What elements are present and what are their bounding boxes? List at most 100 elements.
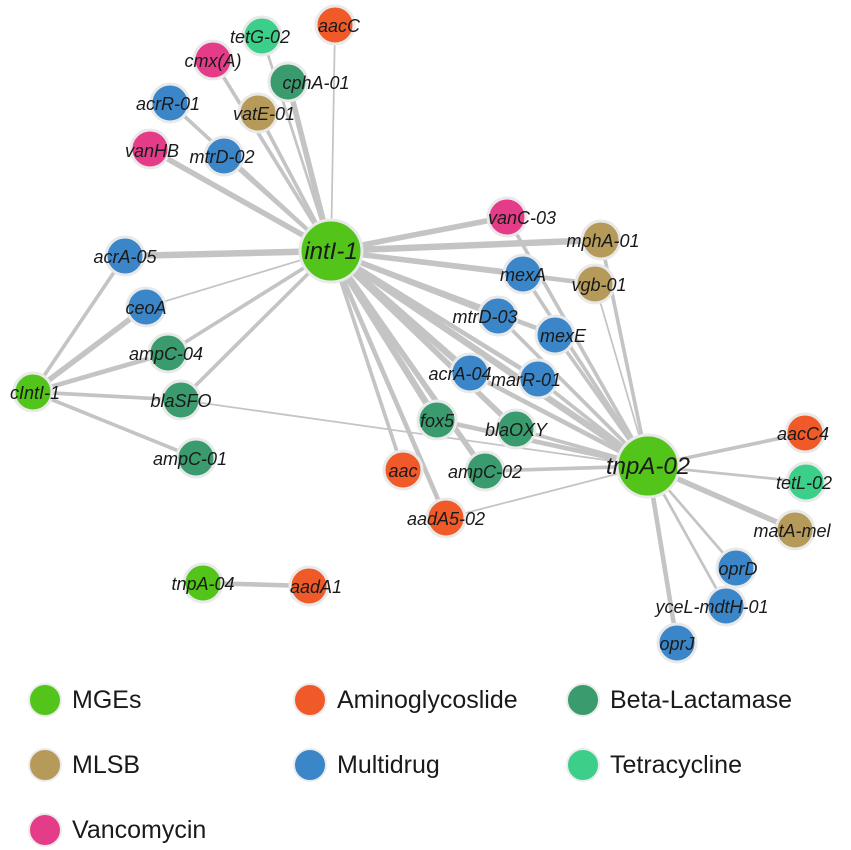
legend-item-aminoglycoslide: Aminoglycoslide <box>293 680 518 720</box>
node-fox5 <box>416 399 458 441</box>
node-label-ampc-01: ampC-01 <box>153 449 227 469</box>
node-label-aacc4: aacC4 <box>777 424 829 444</box>
legend-swatch-mges <box>28 683 62 717</box>
node-mpha-01 <box>580 219 622 261</box>
edge-inti-1-mpha-01 <box>327 236 605 255</box>
node-layer <box>12 4 827 664</box>
legend-item-vancomycin: Vancomycin <box>28 810 206 850</box>
node-aacc4 <box>784 412 826 454</box>
legend-item-multidrug: Multidrug <box>293 745 440 785</box>
node-inti-1 <box>298 218 364 284</box>
node-label-vate-01: vatE-01 <box>233 104 295 124</box>
legend-label-multidrug: Multidrug <box>337 750 440 779</box>
legend-swatch-multidrug <box>293 748 327 782</box>
node-mtrd-03 <box>477 295 519 337</box>
edge-inti-1-cmx-a <box>211 58 333 253</box>
legend-label-tetracycline: Tetracycline <box>610 750 742 779</box>
node-mata-mel <box>774 509 816 551</box>
node-label-mexa: mexA <box>500 265 546 285</box>
edge-inti-1-blasfo <box>179 249 333 402</box>
node-ampc-02 <box>464 450 506 492</box>
edge-inti-1-vanhb <box>147 146 334 254</box>
node-label-tnpa-02: tnpA-02 <box>606 453 690 480</box>
node-tnpa-04 <box>182 562 224 604</box>
node-aada5-02 <box>425 497 467 539</box>
node-acra-05 <box>104 235 146 277</box>
node-vanc-03 <box>486 196 528 238</box>
node-tnpa-02 <box>615 433 681 499</box>
node-cinti-1 <box>12 371 54 413</box>
edge-tnpa-02-mtrd-03 <box>496 314 650 468</box>
node-label-oprj: oprJ <box>659 634 695 654</box>
edge-cinti-1-ampc-01 <box>31 390 198 460</box>
edge-inti-1-blaoxy <box>328 248 519 432</box>
legend: MGEs Aminoglycoslide Beta-Lactamase MLSB… <box>0 670 851 849</box>
legend-swatch-tetracycline <box>566 748 600 782</box>
node-mexa <box>502 253 544 295</box>
node-aada1 <box>288 565 330 607</box>
edge-cinti-1-blasfo <box>31 390 183 402</box>
legend-swatch-mlsb <box>28 748 62 782</box>
edge-inti-1-ampc-02 <box>328 248 488 474</box>
node-vate-01 <box>237 92 279 134</box>
edge-tnpa-02-aada5-02 <box>445 465 649 519</box>
node-label-cmx-a: cmx(A) <box>185 51 242 71</box>
node-oprj <box>656 622 698 664</box>
legend-swatch-vancomycin <box>28 813 62 847</box>
node-label-vanc-03: vanC-03 <box>488 208 556 228</box>
node-label-vgb-01: vgb-01 <box>571 275 626 295</box>
edge-inti-1-aac <box>329 249 405 472</box>
node-aacc <box>314 4 356 46</box>
node-acrr-01 <box>149 82 191 124</box>
node-ampc-01 <box>175 437 217 479</box>
node-label-acrr-01: acrR-01 <box>136 94 200 114</box>
node-label-cpha-01: cphA-01 <box>282 73 349 93</box>
node-label-cinti-1: cIntI-1 <box>10 383 60 403</box>
node-mtrd-02 <box>203 135 245 177</box>
edge-layer <box>30 24 808 646</box>
node-marr-01 <box>517 358 559 400</box>
node-label-mtrd-02: mtrD-02 <box>189 147 254 167</box>
edge-inti-1-aacc <box>330 24 336 252</box>
node-tetg-02 <box>241 15 283 57</box>
edge-inti-1-tnpa-02 <box>327 247 652 470</box>
legend-label-mges: MGEs <box>72 685 142 714</box>
legend-item-mges: MGEs <box>28 680 141 720</box>
node-label-mexe: mexE <box>540 326 587 346</box>
edge-tnpa-02-fox5 <box>434 417 651 469</box>
legend-swatch-beta-lactamase <box>566 683 600 717</box>
node-label-ampc-02: ampC-02 <box>448 462 522 482</box>
node-label-aac: aac <box>388 461 417 481</box>
node-vanhb <box>129 128 171 170</box>
legend-swatch-aminoglycoslide <box>293 683 327 717</box>
node-label-oprd: oprD <box>718 559 757 579</box>
node-cpha-01 <box>267 61 309 103</box>
edge-inti-1-acra-05 <box>121 247 335 260</box>
legend-label-beta-lactamase: Beta-Lactamase <box>610 685 793 714</box>
node-label-mtrd-03: mtrD-03 <box>452 307 517 327</box>
node-blaoxy <box>495 408 537 450</box>
node-aac <box>382 449 424 491</box>
node-label-inti-1: intI-1 <box>304 238 357 265</box>
edge-inti-1-vgb-01 <box>328 248 598 287</box>
node-label-tnpa-04: tnpA-04 <box>171 574 234 594</box>
node-label-mpha-01: mphA-01 <box>566 231 639 251</box>
node-label-vanhb: vanHB <box>125 141 179 161</box>
node-label-mata-mel: matA-mel <box>753 521 831 541</box>
edge-cinti-1-ceoa <box>30 304 149 395</box>
node-label-aada1: aadA1 <box>290 577 342 597</box>
legend-item-beta-lactamase: Beta-Lactamase <box>566 680 792 720</box>
node-tetl-02 <box>785 461 827 503</box>
node-label-acra-04: acrA-04 <box>428 364 491 384</box>
node-blasfo <box>160 379 202 421</box>
node-label-fox5: fox5 <box>420 411 455 431</box>
node-label-tetl-02: tetL-02 <box>776 473 832 493</box>
node-label-acra-05: acrA-05 <box>93 247 157 267</box>
node-label-aacc: aacC <box>318 16 361 36</box>
node-acra-04 <box>449 352 491 394</box>
node-label-aada5-02: aadA5-02 <box>407 509 485 529</box>
node-cmx-a <box>192 39 234 81</box>
edge-tnpa-02-acra-04 <box>467 370 651 469</box>
node-oprd <box>715 547 757 589</box>
node-label-blasfo: blaSFO <box>150 391 211 411</box>
